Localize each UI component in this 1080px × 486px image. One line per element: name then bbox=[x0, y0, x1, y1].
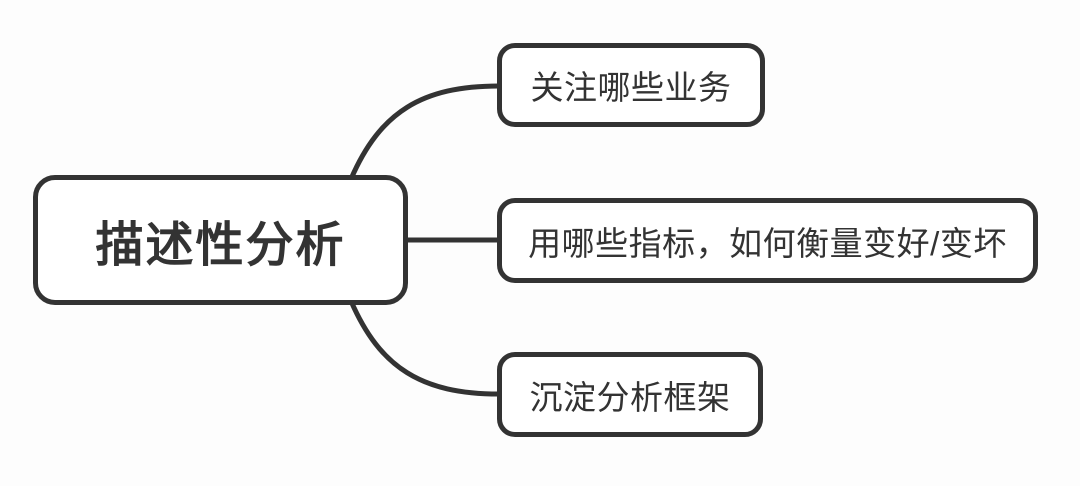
connector-root-to-branch-3 bbox=[348, 298, 502, 397]
branch-node-label: 关注哪些业务 bbox=[530, 69, 732, 106]
root-node: 描述性分析 bbox=[33, 175, 408, 305]
branch-node-focus-business: 关注哪些业务 bbox=[497, 43, 765, 127]
branch-node-label: 用哪些指标，如何衡量变好/变坏 bbox=[528, 224, 1007, 262]
root-node-label: 描述性分析 bbox=[95, 219, 346, 272]
branch-node-metrics-measure: 用哪些指标，如何衡量变好/变坏 bbox=[497, 198, 1038, 283]
branch-node-label: 沉淀分析框架 bbox=[529, 378, 731, 416]
connector-root-to-branch-1 bbox=[348, 83, 502, 182]
branch-node-analysis-framework: 沉淀分析框架 bbox=[497, 352, 763, 437]
